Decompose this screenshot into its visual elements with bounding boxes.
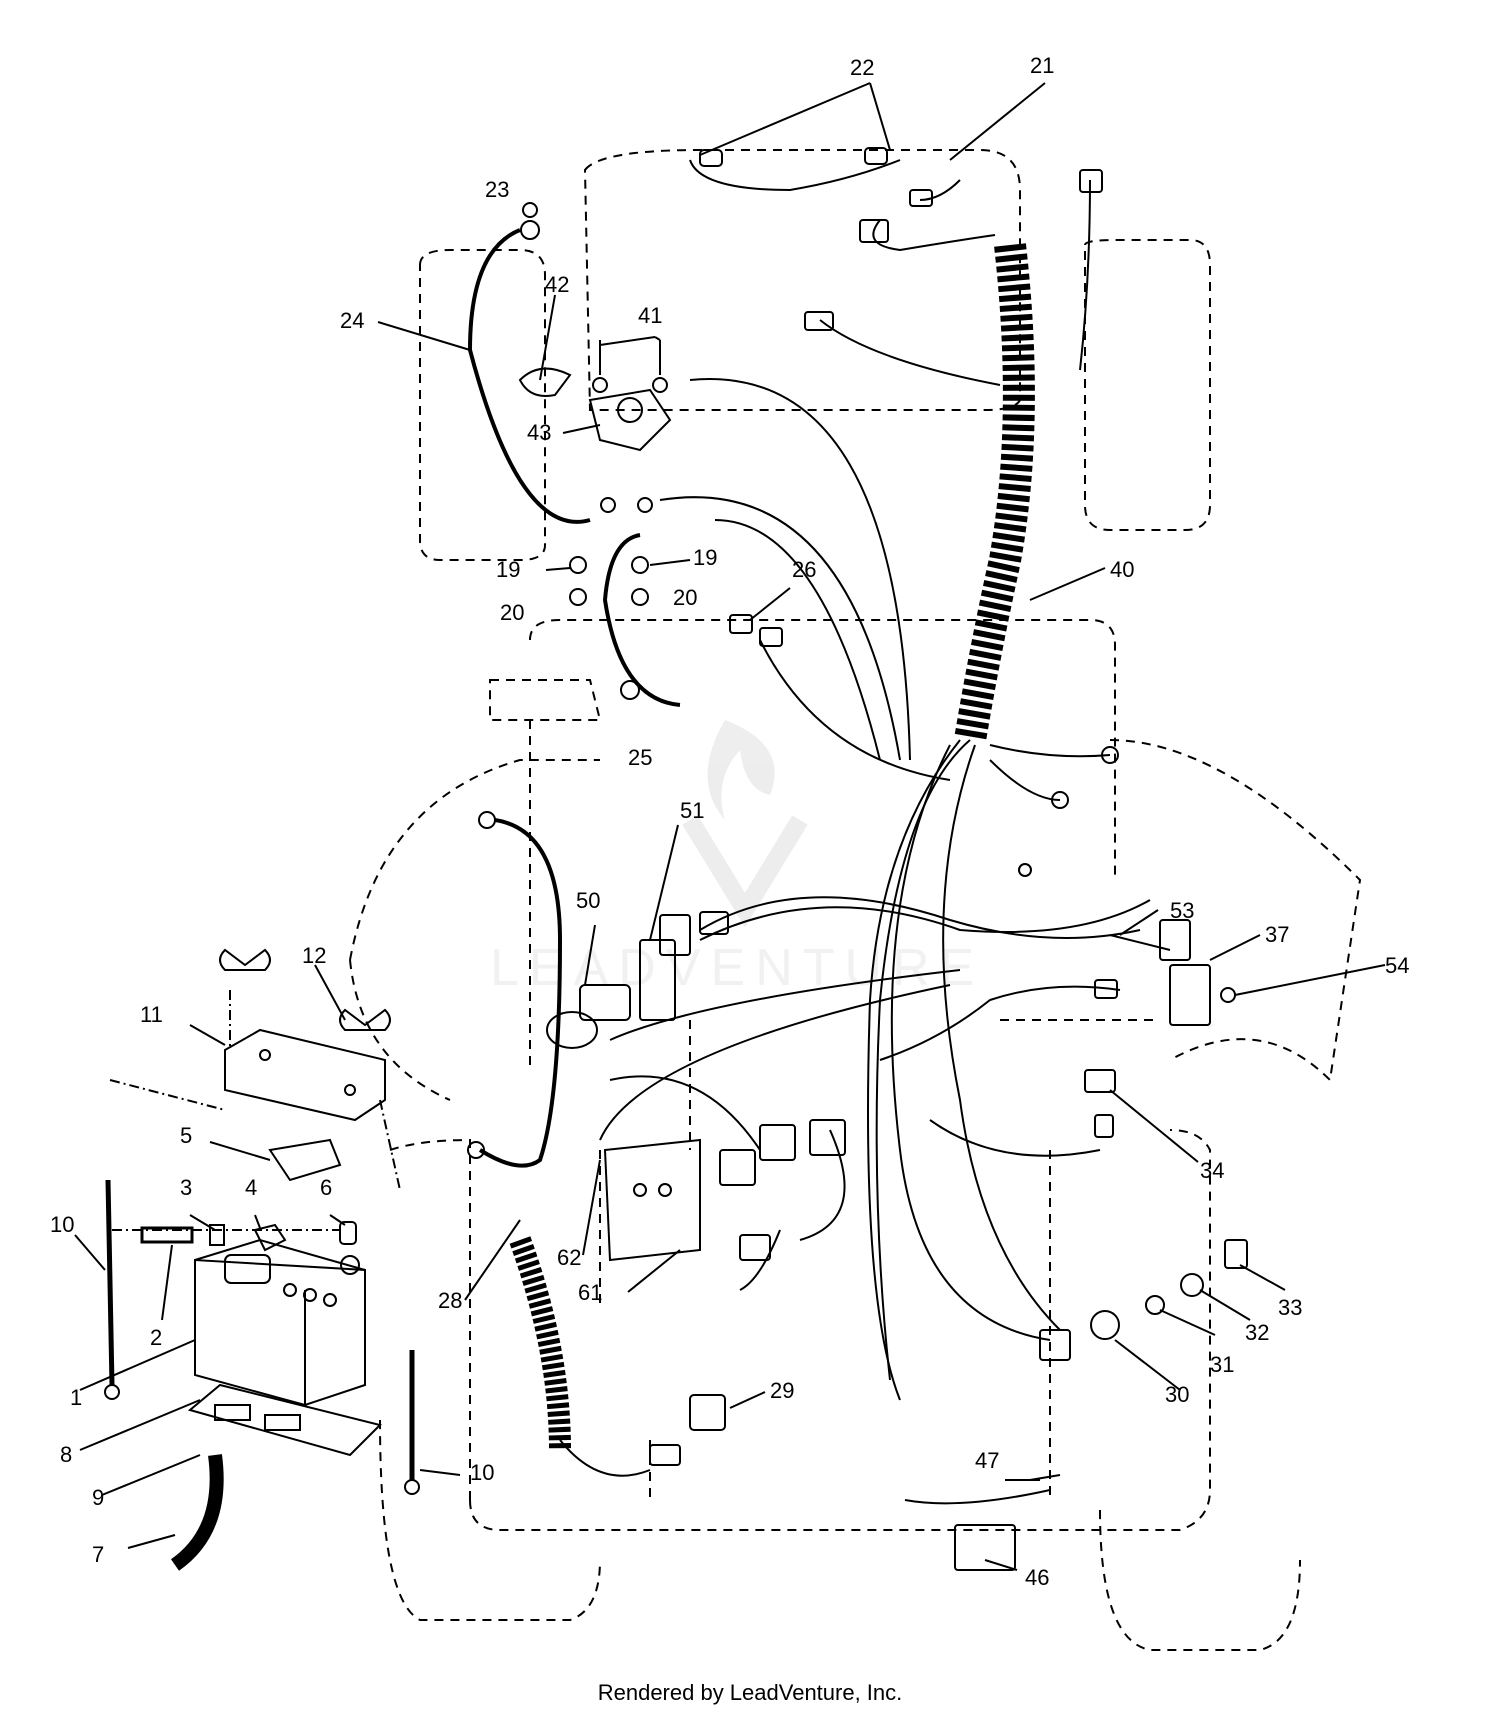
part-labels: 1 2 3 4 5 6 7 8 9 10 10 11 12 19 19 20 2…: [50, 53, 1409, 1590]
part-label-10-right: 10: [470, 1460, 494, 1485]
watermark-logo: LEADVENTURE: [490, 720, 984, 997]
part-label-41: 41: [638, 303, 662, 328]
footer-credit: Rendered by LeadVenture, Inc.: [598, 1680, 903, 1705]
part-label-12: 12: [302, 943, 326, 968]
part-label-26: 26: [792, 557, 816, 582]
part-label-42: 42: [545, 272, 569, 297]
part-label-32: 32: [1245, 1320, 1269, 1345]
part-label-7: 7: [92, 1542, 104, 1567]
part-label-33: 33: [1278, 1295, 1302, 1320]
part-label-22: 22: [850, 55, 874, 80]
part-label-19-left: 19: [496, 557, 520, 582]
part-label-28: 28: [438, 1288, 462, 1313]
part-label-25: 25: [628, 745, 652, 770]
part-label-6: 6: [320, 1175, 332, 1200]
tractor-outline: [349, 149, 1362, 1651]
leader-lines: [74, 82, 1386, 1571]
part-label-20-left: 20: [500, 600, 524, 625]
part-label-23: 23: [485, 177, 509, 202]
part-label-53: 53: [1170, 898, 1194, 923]
part-label-29: 29: [770, 1378, 794, 1403]
part-label-5: 5: [180, 1123, 192, 1148]
part-label-11: 11: [140, 1002, 163, 1027]
part-label-62: 62: [557, 1245, 581, 1270]
part-label-43: 43: [527, 420, 551, 445]
part-label-24: 24: [340, 308, 364, 333]
part-label-19-right: 19: [693, 545, 717, 570]
part-label-34: 34: [1200, 1158, 1224, 1183]
part-label-54: 54: [1385, 953, 1409, 978]
part-label-21: 21: [1030, 53, 1054, 78]
part-label-20-right: 20: [673, 585, 697, 610]
part-label-30: 30: [1165, 1382, 1189, 1407]
part-label-8: 8: [60, 1442, 72, 1467]
part-label-9: 9: [92, 1485, 104, 1510]
watermark-text: LEADVENTURE: [490, 939, 984, 997]
part-label-3: 3: [180, 1175, 192, 1200]
part-label-50: 50: [576, 888, 600, 913]
wiring-harness: [104, 147, 1248, 1571]
part-label-4: 4: [245, 1175, 257, 1200]
part-label-1: 1: [70, 1385, 82, 1410]
part-label-51: 51: [680, 798, 704, 823]
part-label-40: 40: [1110, 557, 1134, 582]
part-label-47: 47: [975, 1448, 999, 1473]
part-label-61: 61: [578, 1280, 602, 1305]
part-label-10-left: 10: [50, 1212, 74, 1237]
part-label-46: 46: [1025, 1565, 1049, 1590]
part-label-2: 2: [150, 1325, 162, 1350]
part-label-37: 37: [1265, 922, 1289, 947]
part-label-31: 31: [1210, 1352, 1234, 1377]
